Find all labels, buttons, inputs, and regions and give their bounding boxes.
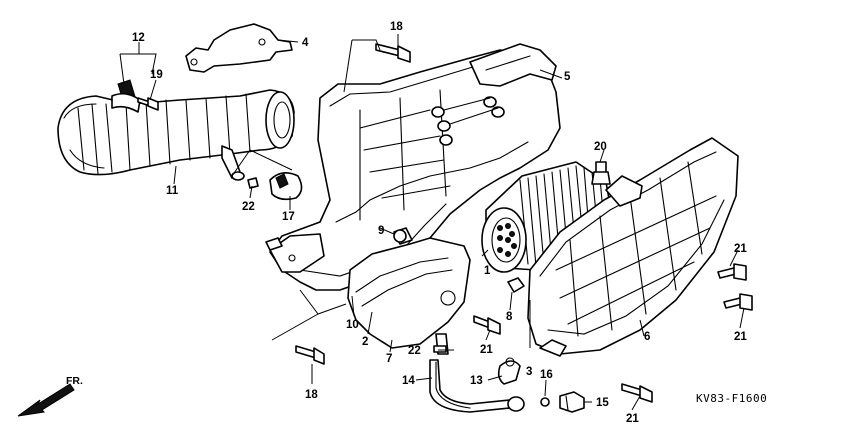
callout-4: 4: [302, 37, 309, 49]
intake-duct: [57, 89, 295, 181]
front-direction-arrow: FR.: [17, 375, 83, 417]
front-label: FR.: [66, 375, 83, 387]
drain-cap: [507, 277, 525, 293]
callout-5: 5: [564, 71, 571, 83]
callout-17: 17: [282, 211, 295, 223]
bolt-20: [591, 161, 611, 185]
callout-18-lower: 18: [305, 389, 318, 401]
callout-16: 16: [540, 369, 553, 381]
callout-10: 10: [346, 319, 359, 331]
callout-19: 19: [150, 69, 163, 81]
callout-3: 3: [526, 366, 532, 378]
drawing-code: KV83-F1600: [696, 392, 767, 405]
resonator-chamber: [347, 237, 471, 355]
bolt-21-c: [473, 315, 501, 335]
callout-12: 12: [132, 32, 145, 44]
drain-plug: [393, 227, 413, 245]
bolt-19: [137, 97, 159, 111]
air-cleaner-cover: [507, 137, 739, 357]
callout-1: 1: [484, 265, 491, 277]
drain-bolt: [559, 391, 585, 413]
callout-15: 15: [596, 397, 609, 409]
callout-21-b: 21: [734, 331, 747, 343]
callout-11: 11: [166, 185, 179, 197]
small-clip-upper: [247, 177, 259, 189]
callout-8: 8: [506, 311, 513, 323]
callout-22-b: 22: [408, 345, 421, 357]
clip-22-lower: [433, 345, 447, 353]
leader-lines: [119, 34, 745, 411]
bolt-21-b: [723, 293, 753, 311]
callout-2: 2: [362, 336, 368, 348]
callout-7: 7: [386, 353, 392, 365]
tube-band: [269, 172, 303, 201]
bolt-18-lower: [295, 345, 325, 365]
callout-6: 6: [644, 331, 650, 343]
o-ring: [540, 397, 550, 407]
bolt-21-a: [717, 263, 747, 281]
callout-20: 20: [594, 141, 607, 153]
air-cleaner-case: [265, 43, 561, 291]
duct-clamp: [111, 79, 141, 113]
bolt-18-upper: [375, 43, 411, 63]
bolt-21-d: [621, 383, 653, 403]
drain-hose: [429, 359, 525, 413]
callout-labels: 1 2 3 4 5 6 7 8 9 10 11 12 13 14 15 16 1…: [132, 21, 747, 425]
callout-18-upper: 18: [390, 21, 403, 33]
callout-9: 9: [378, 225, 384, 237]
callout-14: 14: [402, 375, 415, 387]
callout-21-d: 21: [626, 413, 639, 425]
stay-bracket: [185, 23, 293, 73]
callout-21-c: 21: [480, 344, 493, 356]
callout-22-a: 22: [242, 201, 255, 213]
callout-21-a: 21: [734, 243, 747, 255]
hose-clamp: [497, 357, 521, 385]
callout-13: 13: [470, 375, 483, 387]
